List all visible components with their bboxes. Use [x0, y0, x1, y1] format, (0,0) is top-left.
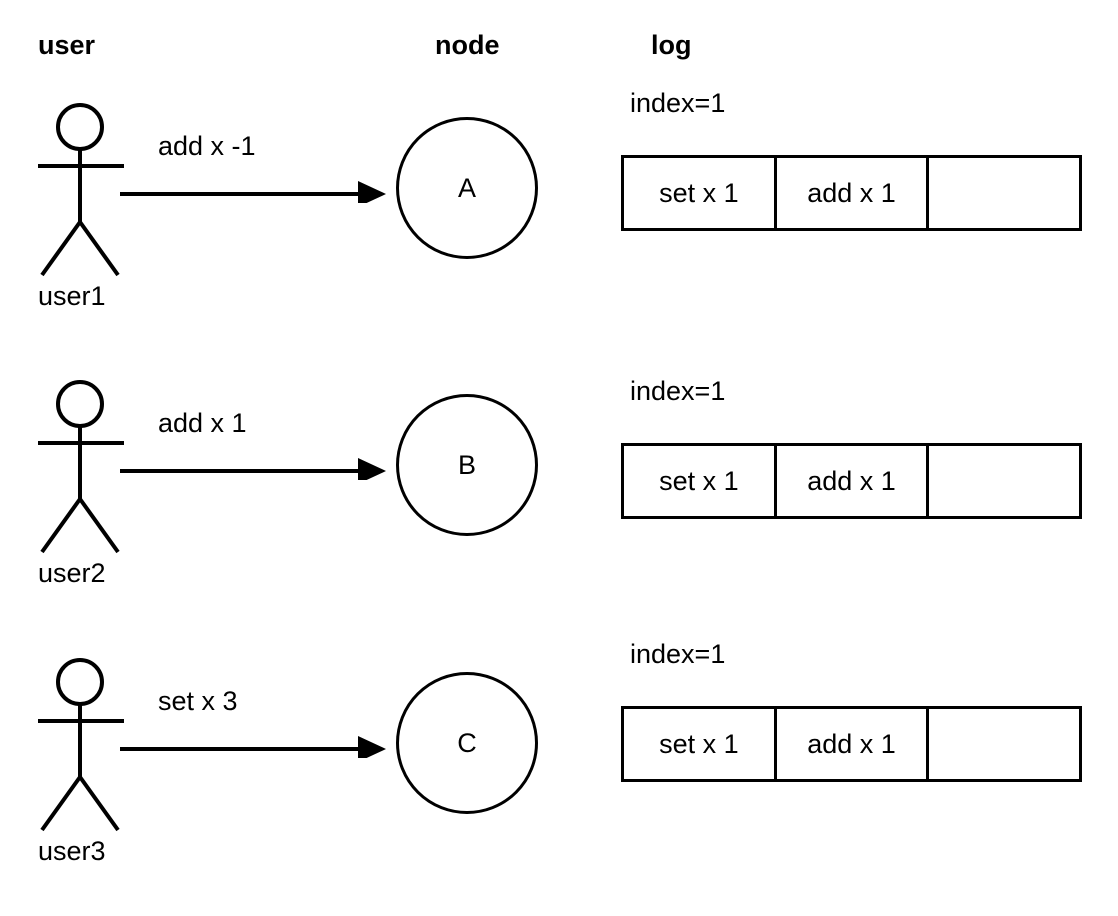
arrow-icon — [120, 181, 386, 203]
node-circle-a: A — [396, 117, 538, 259]
node-letter: A — [457, 172, 476, 203]
log-cell: set x 1 — [624, 709, 777, 779]
log-cell: set x 1 — [624, 446, 777, 516]
log-cell — [929, 158, 1079, 228]
node-letter: C — [457, 727, 477, 758]
arrow-icon — [120, 736, 386, 758]
actor-label: user3 — [38, 836, 106, 866]
actor-user2: user2 — [30, 377, 160, 587]
actor-label: user2 — [38, 558, 106, 588]
log-cell: add x 1 — [777, 446, 930, 516]
log-cell: add x 1 — [777, 709, 930, 779]
node-letter: B — [457, 449, 476, 480]
log-cell: set x 1 — [624, 158, 777, 228]
column-header-node: node — [435, 30, 500, 60]
log-cell — [929, 709, 1079, 779]
log-table: set x 1 add x 1 — [621, 443, 1082, 519]
message-label: add x 1 — [158, 408, 247, 438]
log-cell — [929, 446, 1079, 516]
stick-figure-icon — [38, 103, 124, 277]
log-table: set x 1 add x 1 — [621, 155, 1082, 231]
actor-user3: user3 — [30, 655, 160, 865]
log-table: set x 1 add x 1 — [621, 706, 1082, 782]
message-label: add x -1 — [158, 131, 256, 161]
column-header-user: user — [38, 30, 96, 60]
actor-label: user1 — [38, 281, 106, 311]
message-arrow-user1-to-a: add x -1 — [120, 133, 390, 203]
message-label: set x 3 — [158, 686, 238, 716]
log-index-label: index=1 — [630, 88, 726, 118]
message-arrow-user3-to-c: set x 3 — [120, 688, 390, 758]
log-index-label: index=1 — [630, 376, 726, 406]
node-circle-c: C — [396, 672, 538, 814]
log-index-label: index=1 — [630, 639, 726, 669]
stick-figure-icon — [38, 380, 124, 554]
actor-user1: user1 — [30, 100, 160, 310]
arrow-icon — [120, 458, 386, 480]
node-circle-b: B — [396, 394, 538, 536]
column-header-log: log — [651, 30, 692, 60]
message-arrow-user2-to-b: add x 1 — [120, 410, 390, 480]
stick-figure-icon — [38, 658, 124, 832]
log-cell: add x 1 — [777, 158, 930, 228]
